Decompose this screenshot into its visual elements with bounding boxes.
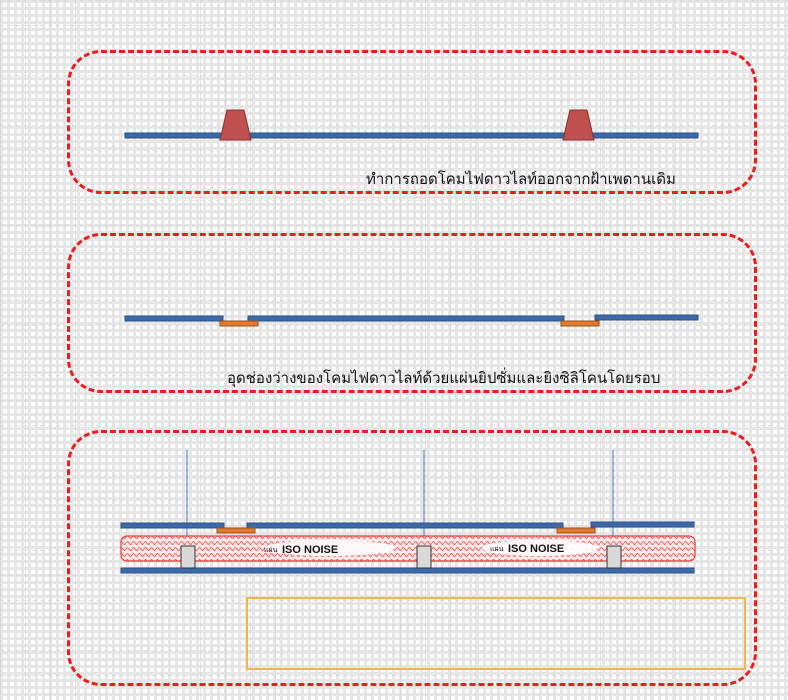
- iso-label-prefix-left: แผ่น: [264, 547, 278, 554]
- bottom-board-3: [120, 567, 695, 574]
- step-1-panel: [67, 50, 757, 194]
- ceiling-board-3b: [246, 522, 564, 529]
- iso-label-text-left: ISO NOISE: [282, 544, 338, 556]
- iso-label-prefix-right: แผ่น: [490, 546, 504, 553]
- ceiling-board-2c: [594, 314, 699, 321]
- ceiling-board-3a: [120, 522, 225, 529]
- ceiling-board-3c: [590, 521, 695, 528]
- gypsum-patch-3-right: [556, 527, 596, 534]
- step-2-panel: [67, 233, 757, 393]
- gypsum-patch-right: [560, 320, 600, 327]
- hanger-clip-right: [606, 545, 622, 569]
- step-1-caption: ทำการถอดโคมไฟดาวไลท์ออกจากฝ้าเพดานเดิม: [366, 171, 676, 188]
- ceiling-board-2b: [247, 315, 565, 322]
- empty-caption-box: [246, 597, 746, 670]
- ceiling-board-1: [124, 132, 699, 139]
- step-3-panel: [67, 430, 757, 686]
- gypsum-patch-3-left: [216, 527, 256, 534]
- downlight-fixture-left: [219, 109, 252, 141]
- iso-label-text-right: ISO NOISE: [508, 543, 564, 555]
- iso-label-bg-left: [265, 540, 395, 556]
- downlight-fixture-right: [562, 109, 595, 141]
- hanger-clip-middle: [416, 545, 432, 569]
- hanger-clip-left: [180, 545, 196, 569]
- ceiling-board-2a: [124, 315, 224, 322]
- gypsum-patch-left: [219, 320, 259, 327]
- step-2-caption: อุดช่องว่างของโคมไฟดาวไลท์ด้วยแผ่นยิปซั่…: [227, 370, 661, 387]
- iso-label-bg-right: [482, 540, 598, 556]
